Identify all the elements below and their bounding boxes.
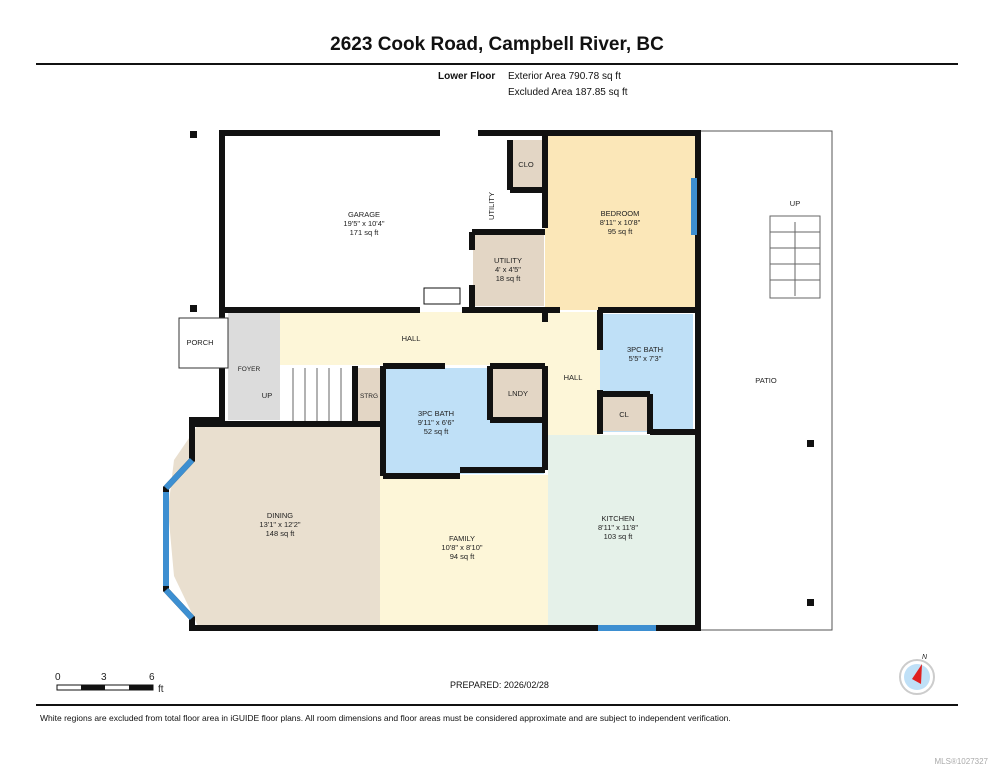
page-title: 2623 Cook Road, Campbell River, BC [330,34,664,55]
room-label: UP [790,199,800,208]
room-label: 9'11" x 6'6" [418,418,455,427]
prepared-date: PREPARED: 2026/02/28 [450,680,549,690]
patio [698,130,833,631]
room-label: 95 sq ft [608,227,634,236]
hall-room [280,312,545,365]
room-label: FAMILY [449,534,475,543]
room-label: 0 [55,672,61,683]
room-label: 3PC BATH [418,409,454,418]
room-label: 52 sq ft [424,427,450,436]
room-label: 103 sq ft [604,532,634,541]
room-label: 3 [101,672,107,683]
utility-room [473,232,544,306]
excluded-area: Excluded Area 187.85 sq ft [508,87,628,98]
room-label: 19'5" x 10'4" [343,219,384,228]
room-label: PORCH [186,338,213,347]
floor-label: Lower Floor [438,71,496,82]
room-label: DINING [267,511,293,520]
kitchen-room [548,435,695,626]
closet-room [512,140,544,187]
room-label: 4' x 4'5" [495,265,521,274]
footer-divider [36,704,958,706]
room-label: 18 sq ft [496,274,522,283]
room-label: HALL [402,334,421,343]
compass-icon: N [899,654,935,695]
porch [178,317,229,369]
dining-room [168,425,380,626]
room-label: STRG [360,393,378,400]
room-label: CLO [518,160,534,169]
room-label: 8'11" x 10'8" [600,218,641,227]
room-label: 13'1" x 12'2" [259,520,300,529]
room-label: 8'11" x 11'8" [598,523,638,532]
room-label: UP [262,391,272,400]
room-label: PATIO [755,376,777,385]
mls-number: MLS®1027327 [934,757,989,766]
room-label: 6 [149,672,155,683]
disclaimer: White regions are excluded from total fl… [40,713,731,723]
room-label: BEDROOM [601,209,640,218]
room-label: ft [158,684,164,695]
foyer-room [228,312,280,420]
room-label: 94 sq ft [450,552,476,561]
header-divider [36,63,958,65]
room-label: 10'8" x 8'10" [441,543,482,552]
room-label: N [922,654,928,661]
family-room [380,475,548,626]
room-label: 148 sq ft [266,529,296,538]
room-label: 3PC BATH [627,345,663,354]
lndy-room [489,368,544,418]
bedroom-room [545,136,695,310]
room-label: KITCHEN [602,514,635,523]
cl-room [602,396,648,431]
strg-room [357,368,383,424]
exterior-area: Exterior Area 790.78 sq ft [508,71,621,82]
room-label: 5'5" x 7'3" [629,354,662,363]
garage-label: GARAGE [348,210,380,219]
room-label: 171 sq ft [350,228,380,237]
room-label: UTILITY [487,192,496,220]
scale-bar: 0 3 6 ft [55,672,164,695]
hall-right-room [545,312,600,435]
stairs [280,366,357,422]
room-label: UTILITY [494,256,522,265]
room-label: LNDY [508,389,528,398]
room-label: CL [619,410,629,419]
room-label: FOYER [238,366,261,373]
room-label: HALL [564,373,583,382]
